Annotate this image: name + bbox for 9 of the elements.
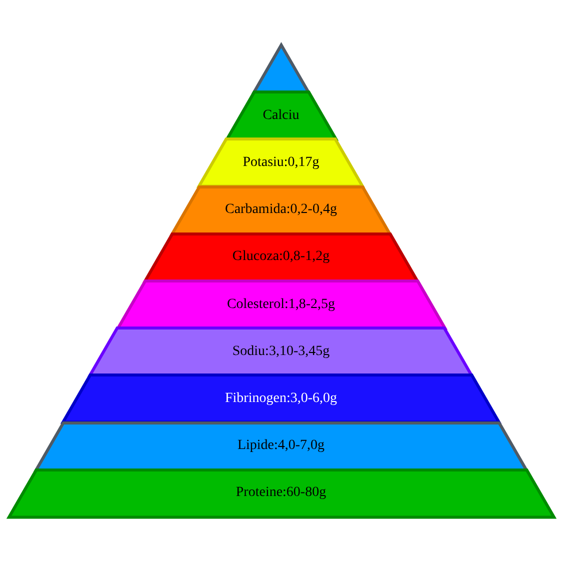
layer-label: Sodiu:3,10-3,45g [232,344,330,360]
layer-label: Potasiu:0,17g [242,154,320,171]
layer-label: Lipide:4,0-7,0g [237,438,325,454]
layer-label: Colesterol:1,8-2,5g [226,296,336,313]
layer-label: Carbamida:0,2-0,4g [225,202,337,218]
layer-label: Proteine:60-80g [236,485,326,502]
layer-label: Fibrinogen:3,0-6,0g [225,390,337,407]
layer-label: Calciu [262,108,300,124]
layer-label: Glucoza:0,8-1,2g [232,249,330,266]
